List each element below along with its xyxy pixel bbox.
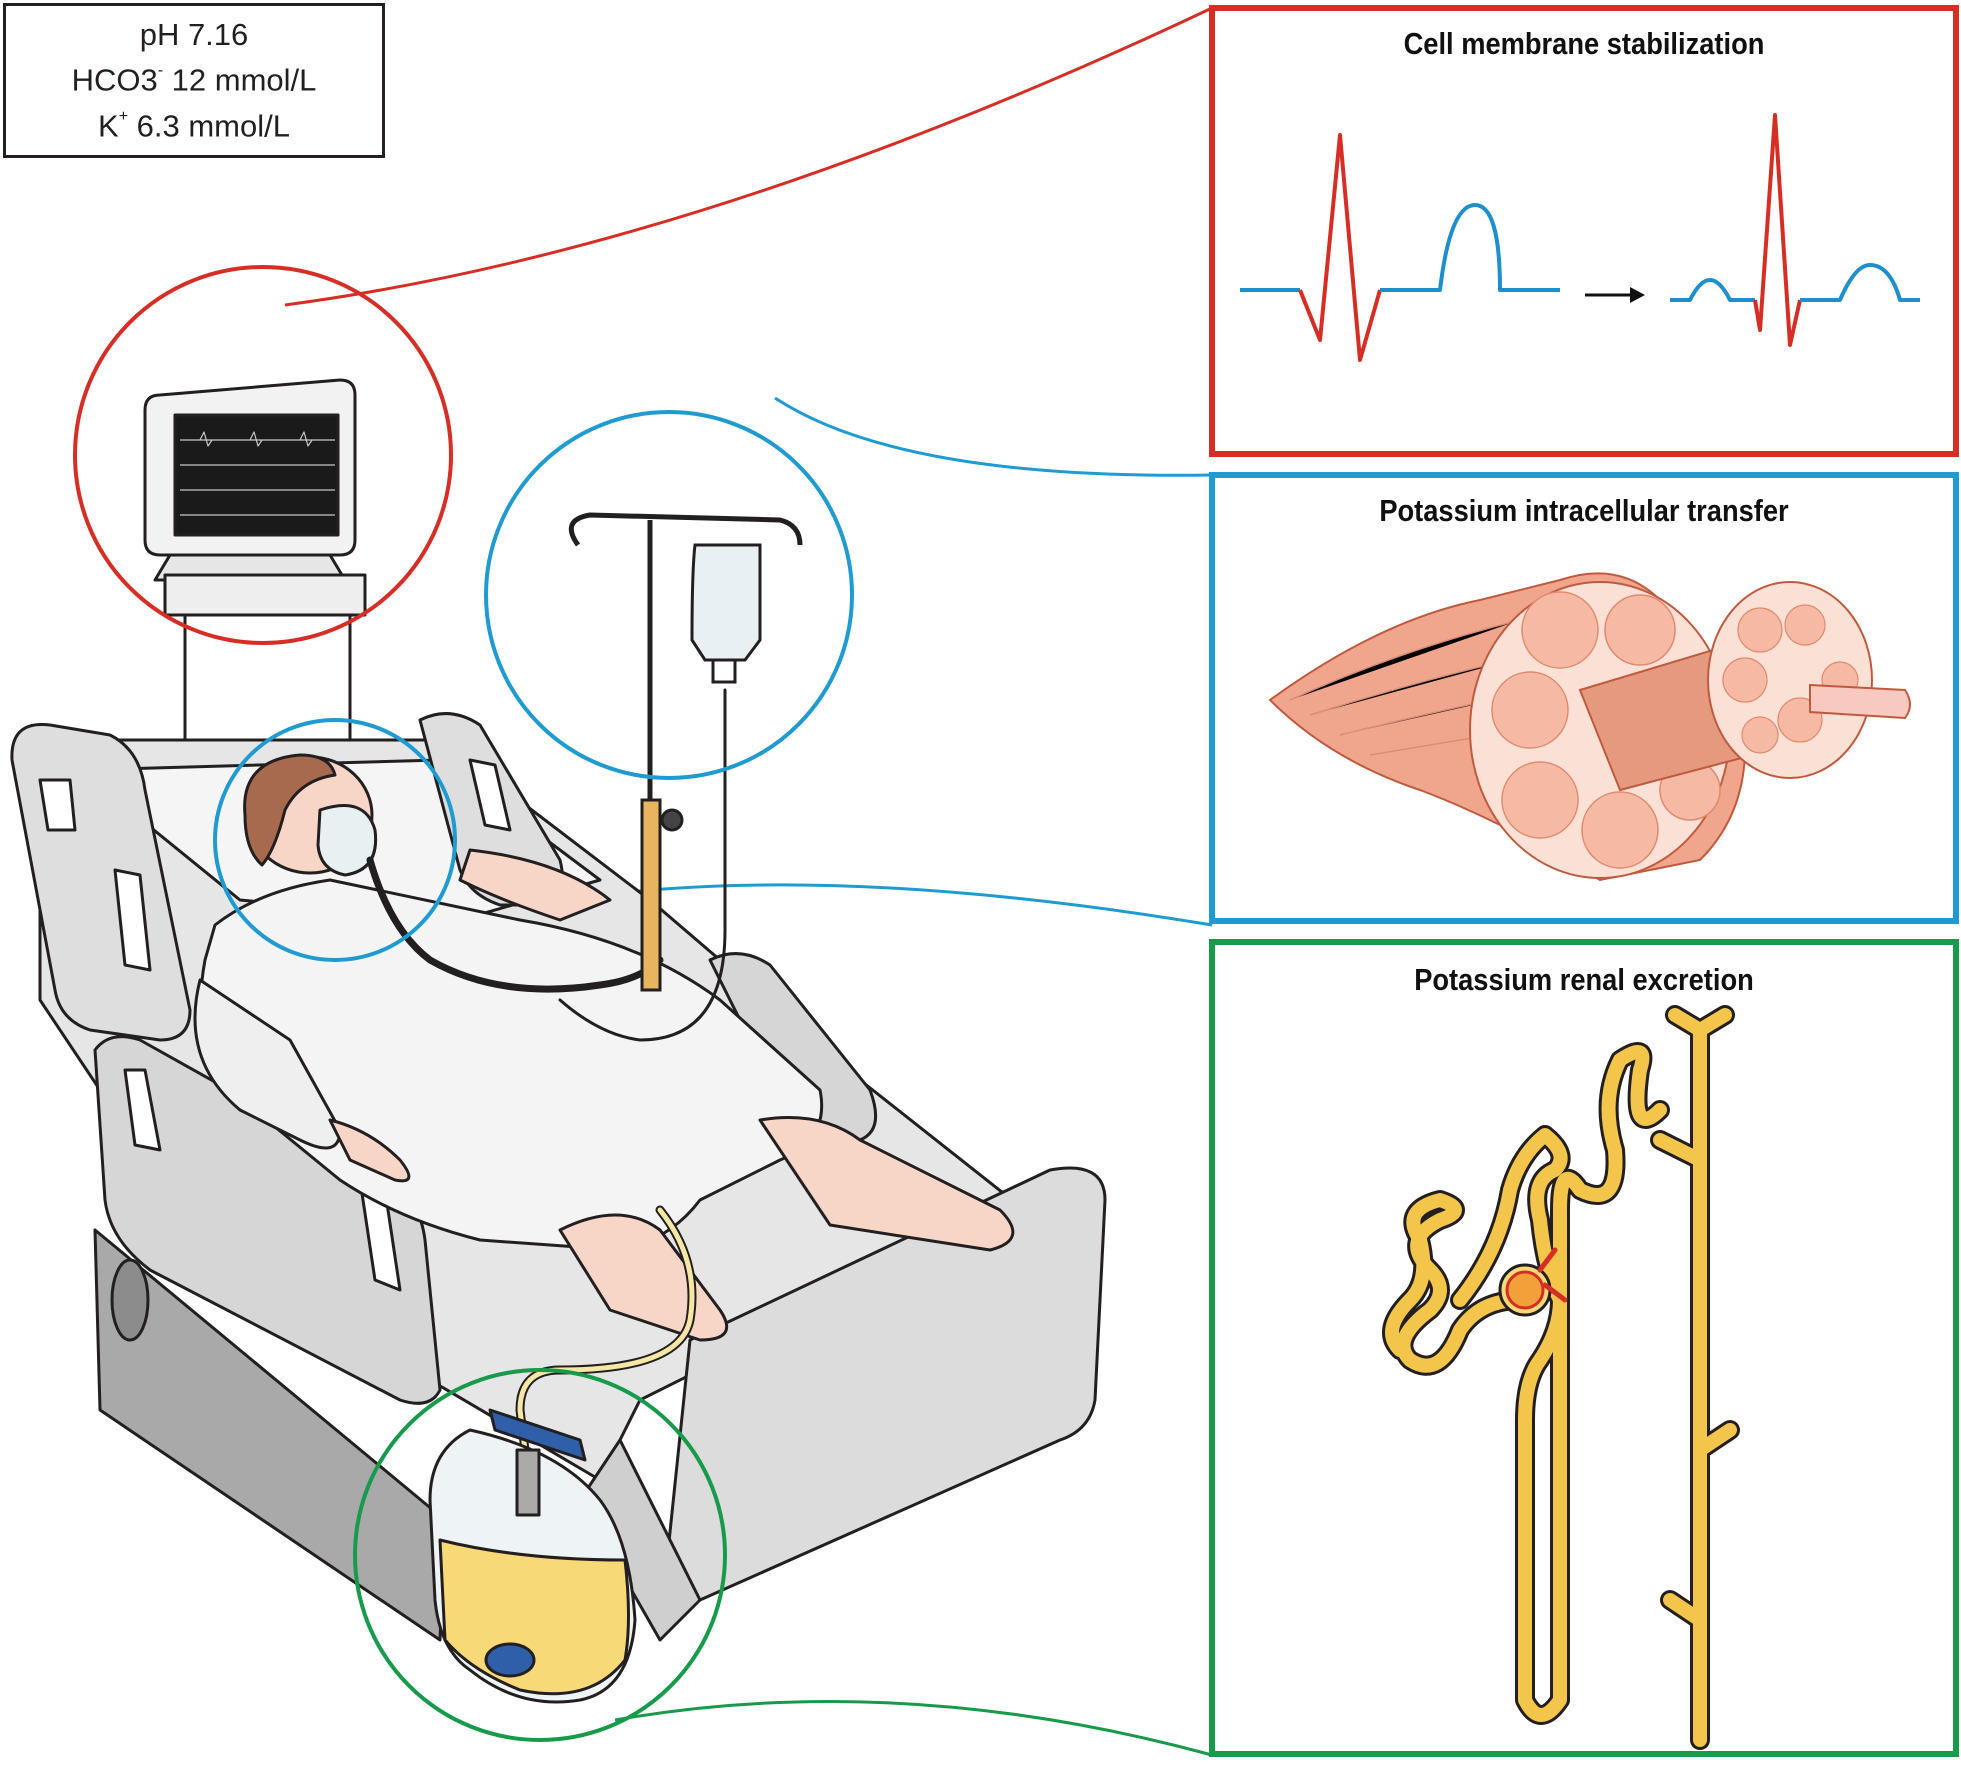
potassium-value: K+ 6.3 mmol/L <box>98 107 290 143</box>
renal-panel-frame <box>1209 939 1959 1757</box>
ecg-arrow <box>1585 287 1645 303</box>
afferent-efferent-arterioles <box>1537 1247 1568 1303</box>
nephron <box>1382 1005 1740 1750</box>
mask-zoom-circle <box>213 718 457 962</box>
ecg-before-peaked-t-wave <box>1380 203 1560 292</box>
rail-hole <box>123 1068 162 1152</box>
ph-value: pH 7.16 <box>139 17 249 53</box>
collecting-duct <box>1653 1008 1737 1747</box>
lab-values-box: pH 7.16 HCO3- 12 mmol/L K+ 6.3 mmol/L <box>3 3 385 158</box>
monitor-waveforms <box>180 431 335 516</box>
monitor-base <box>163 573 367 617</box>
patient-left-hand <box>328 1118 411 1183</box>
fascicles <box>1491 591 1721 869</box>
rail-hole <box>113 868 152 972</box>
connector-monitor-to-membrane <box>284 6 1213 307</box>
arrow-head-icon <box>1630 287 1645 303</box>
tubing <box>366 688 727 1455</box>
foot-rail-left <box>93 1035 442 1405</box>
patient-left-arm <box>193 978 342 1150</box>
intracellular-panel-title: Potassium intracellular transfer <box>1379 493 1789 528</box>
muscle-cross-section <box>1268 572 1911 882</box>
ecg-after-p-wave <box>1670 278 1755 302</box>
ecg-after-t-wave <box>1800 263 1920 302</box>
membrane-panel-title: Cell membrane stabilization <box>1403 26 1765 61</box>
oxygen-tube <box>366 856 664 993</box>
ecg-before-qrs <box>1298 133 1382 362</box>
monitor-screen <box>173 413 340 537</box>
iv-bag <box>690 543 762 662</box>
rail-hole <box>468 758 512 832</box>
proximal-tubule <box>1385 1193 1527 1373</box>
iv-line <box>558 688 727 1042</box>
iv-pole-knob <box>660 808 684 832</box>
urine-bag-hanger <box>488 1408 587 1462</box>
urine-level <box>438 1538 630 1696</box>
patient-right-arm <box>458 848 612 922</box>
bicarbonate-value: HCO3- 12 mmol/L <box>71 62 317 98</box>
patient <box>193 753 1015 1342</box>
urine-bag-valve <box>484 1642 536 1678</box>
iv-pole <box>568 512 803 992</box>
monitor-zoom-circle <box>73 265 453 645</box>
single-myofibril <box>1809 683 1911 720</box>
oxygen-mask <box>316 804 378 877</box>
glomerulus <box>1505 1270 1545 1310</box>
footboard-side <box>578 1438 702 1642</box>
iv-hook <box>568 512 803 547</box>
membrane-panel-frame <box>1209 5 1959 457</box>
urine-bag-zoom-circle <box>353 1368 727 1742</box>
iv-bag-port <box>711 658 737 684</box>
patient-hair <box>243 753 337 867</box>
connector-iv-to-intracellular <box>774 396 1213 477</box>
bed-wheel-left <box>110 1258 150 1342</box>
iv-pole-lower <box>640 798 662 992</box>
connector-bag-to-renal <box>614 1699 1213 1757</box>
zoom-circles <box>73 265 854 1742</box>
iv-zoom-circle <box>484 410 854 780</box>
renal-tubule <box>1453 1045 1667 1722</box>
renal-panel-title: Potassium renal excretion <box>1414 962 1754 997</box>
patient-left-leg <box>558 1213 729 1342</box>
urinary-catheter <box>517 1207 695 1453</box>
patient-right-leg <box>758 1116 1015 1252</box>
ecg-comparison <box>1240 113 1920 362</box>
urine-bag-inlet <box>515 1448 541 1517</box>
rail-hole <box>38 778 77 832</box>
ecg-monitor <box>143 378 367 617</box>
urine-bag <box>428 1408 637 1704</box>
ecg-after-qrs <box>1753 113 1802 347</box>
